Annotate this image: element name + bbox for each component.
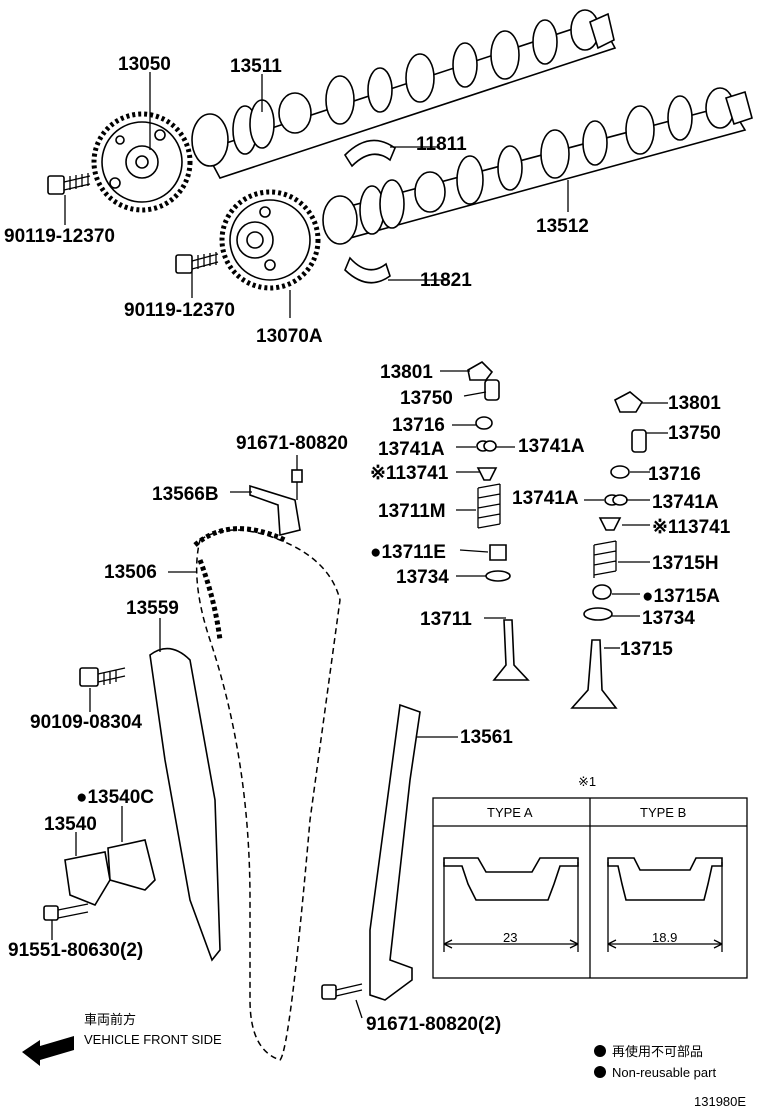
bolt-90109 [79,667,126,687]
sprocket-13070a [219,189,321,291]
label-13050: 13050 [118,54,171,75]
label-13561: 13561 [460,727,513,748]
part-labels: 13050 13511 11811 90119-12370 13512 1182… [4,54,731,1035]
label-13540: 13540 [44,814,97,835]
camshaft-13511 [191,9,617,179]
label-13711m: 13711M [378,501,446,522]
label-13741-left: ※113741 [370,463,449,484]
label-13715h: 13715H [652,553,719,574]
bolt-91551 [43,903,89,921]
type-b-retainer [607,857,723,901]
type-a-retainer [443,857,579,901]
label-13750-right: 13750 [668,423,721,444]
timing-chain-links [193,526,287,641]
bearing-11811 [343,139,396,168]
label-13715: 13715 [620,639,673,660]
bolt-91671-lower [321,983,363,1000]
direction-en: VEHICLE FRONT SIDE [84,1032,222,1047]
label-11821: 11821 [420,270,472,291]
figure-id: 131980E [694,1094,746,1109]
type-b-dim: 18.9 [652,930,677,945]
label-90119-upper: 90119-12370 [4,226,115,247]
label-13741a-right-2: 13741A [652,492,719,513]
label-13506: 13506 [104,562,157,583]
label-13734-right: 13734 [642,608,695,629]
label-91671-lower: 91671-80820(2) [366,1014,501,1035]
leader-lines [51,72,668,1019]
label-13512: 13512 [536,216,589,237]
bearing-11821 [344,256,391,284]
label-13566b: 13566B [152,484,219,505]
chain-guide-13566b [249,484,301,537]
label-13741-right: ※113741 [652,517,731,538]
label-13711: 13711 [420,609,472,630]
label-13734-left: 13734 [396,567,449,588]
legend-jp: 再使用不可部品 [612,1044,703,1059]
type-table: ※1 TYPE A TYPE B 23 18.9 [432,774,748,979]
bolt-90119-upper [47,173,91,195]
chain-tensioner-13540 [64,839,156,906]
label-13511: 13511 [230,56,282,77]
type-a-dim: 23 [503,930,517,945]
sprocket-13050 [91,111,193,213]
label-13070a: 13070A [256,326,323,347]
label-91671-upper: 91671-80820 [236,433,348,454]
label-91551: 91551-80630(2) [8,940,143,961]
label-13741a-left-2: 13741A [512,488,579,509]
camshaft-13512 [322,87,753,245]
label-13741a-left-1: 13741A [378,439,445,460]
timing-chain-13506 [195,529,341,1061]
type-b-header: TYPE B [640,805,686,820]
valve-group-left [467,361,530,681]
label-11811: 11811 [416,134,467,155]
label-13716-right: 13716 [648,464,701,485]
valve-group-right [570,391,647,709]
bullet-icon [594,1066,606,1078]
bolt-90119-lower [175,252,219,274]
label-13715a: ●13715A [642,586,720,607]
type-a-header: TYPE A [487,805,533,820]
chain-damper-13561 [369,703,421,1001]
direction-jp: 車両前方 [84,1012,136,1027]
vehicle-front-indicator: 車両前方 VEHICLE FRONT SIDE [22,1012,222,1066]
label-13750-left: 13750 [400,388,453,409]
label-90119-lower: 90119-12370 [124,300,235,321]
chain-slipper-13559 [149,647,221,962]
legend: 再使用不可部品 Non-reusable part [594,1044,716,1080]
bullet-icon [594,1045,606,1057]
label-13711e: ●13711E [370,542,446,563]
legend-en: Non-reusable part [612,1065,716,1080]
label-13559: 13559 [126,598,179,619]
label-13801-right: 13801 [668,393,721,414]
label-13716-left: 13716 [392,415,445,436]
label-13540c: ●13540C [76,787,154,808]
label-90109: 90109-08304 [30,712,142,733]
type-table-note: ※1 [578,774,596,789]
bolt-91671-upper [291,469,303,500]
label-13741a-right-1: 13741A [518,436,585,457]
label-13801-left: 13801 [380,362,433,383]
arrow-left-icon [22,1036,74,1066]
